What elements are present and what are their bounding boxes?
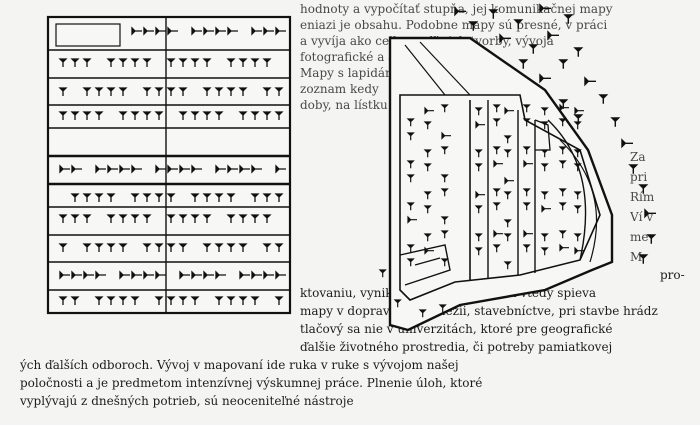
- cuneiform-sign: [539, 74, 552, 83]
- cuneiform-sign: [469, 21, 478, 32]
- text-line: M: [630, 250, 643, 264]
- text-line: eniazi je obsahu. Podobne mapy sú presné…: [300, 18, 608, 32]
- right-map: [388, 36, 614, 332]
- cuneiform-sign: [559, 59, 568, 70]
- cuneiform-sign: [639, 254, 648, 265]
- cuneiform-sign: [514, 19, 523, 30]
- text-line: ďalšie životného prostredia, či potreby …: [300, 340, 613, 354]
- left-tablet: [46, 15, 292, 315]
- cuneiform-sign: [584, 77, 597, 86]
- cuneiform-sign: [559, 104, 570, 111]
- text-line: zoznam kedy: [300, 82, 379, 96]
- cuneiform-sign: [539, 4, 552, 13]
- cuneiform-sign: [547, 31, 560, 40]
- text-line: tlačový sa nie v univerzitách, ktoré pre…: [300, 322, 613, 336]
- cuneiform-sign: [611, 117, 620, 128]
- cuneiform-sign: [489, 9, 498, 20]
- cuneiform-sign: [564, 14, 573, 25]
- text-line: poločnosti a je predmetom intenzívnej vý…: [20, 376, 483, 390]
- cuneiform-sign: [574, 107, 585, 114]
- text-line: doby, na lístku: [300, 98, 388, 112]
- text-line: Rím: [630, 190, 655, 204]
- cuneiform-sign: [499, 34, 512, 43]
- cuneiform-sign: [529, 44, 538, 55]
- text-line: ých ďalších odboroch. Vývoj v mapovaní i…: [20, 358, 459, 372]
- text-line: pro-: [660, 268, 685, 282]
- text-line: pri: [630, 170, 648, 184]
- cuneiform-sign: [644, 209, 657, 218]
- cuneiform-sign: [621, 139, 634, 148]
- cuneiform-sign: [647, 234, 656, 245]
- text-line: vyplývajú z dnešných potrieb, sú neoceni…: [20, 394, 354, 408]
- cuneiform-sign: [599, 94, 608, 105]
- cuneiform-sign: [454, 7, 467, 16]
- text-line: Za: [630, 150, 646, 164]
- text-line: me: [630, 230, 649, 244]
- cuneiform-sign: [574, 47, 583, 58]
- cuneiform-sign: [379, 269, 386, 278]
- cuneiform-sign: [639, 184, 648, 195]
- cuneiform-sign: [629, 164, 638, 175]
- cuneiform-sign: [519, 59, 528, 70]
